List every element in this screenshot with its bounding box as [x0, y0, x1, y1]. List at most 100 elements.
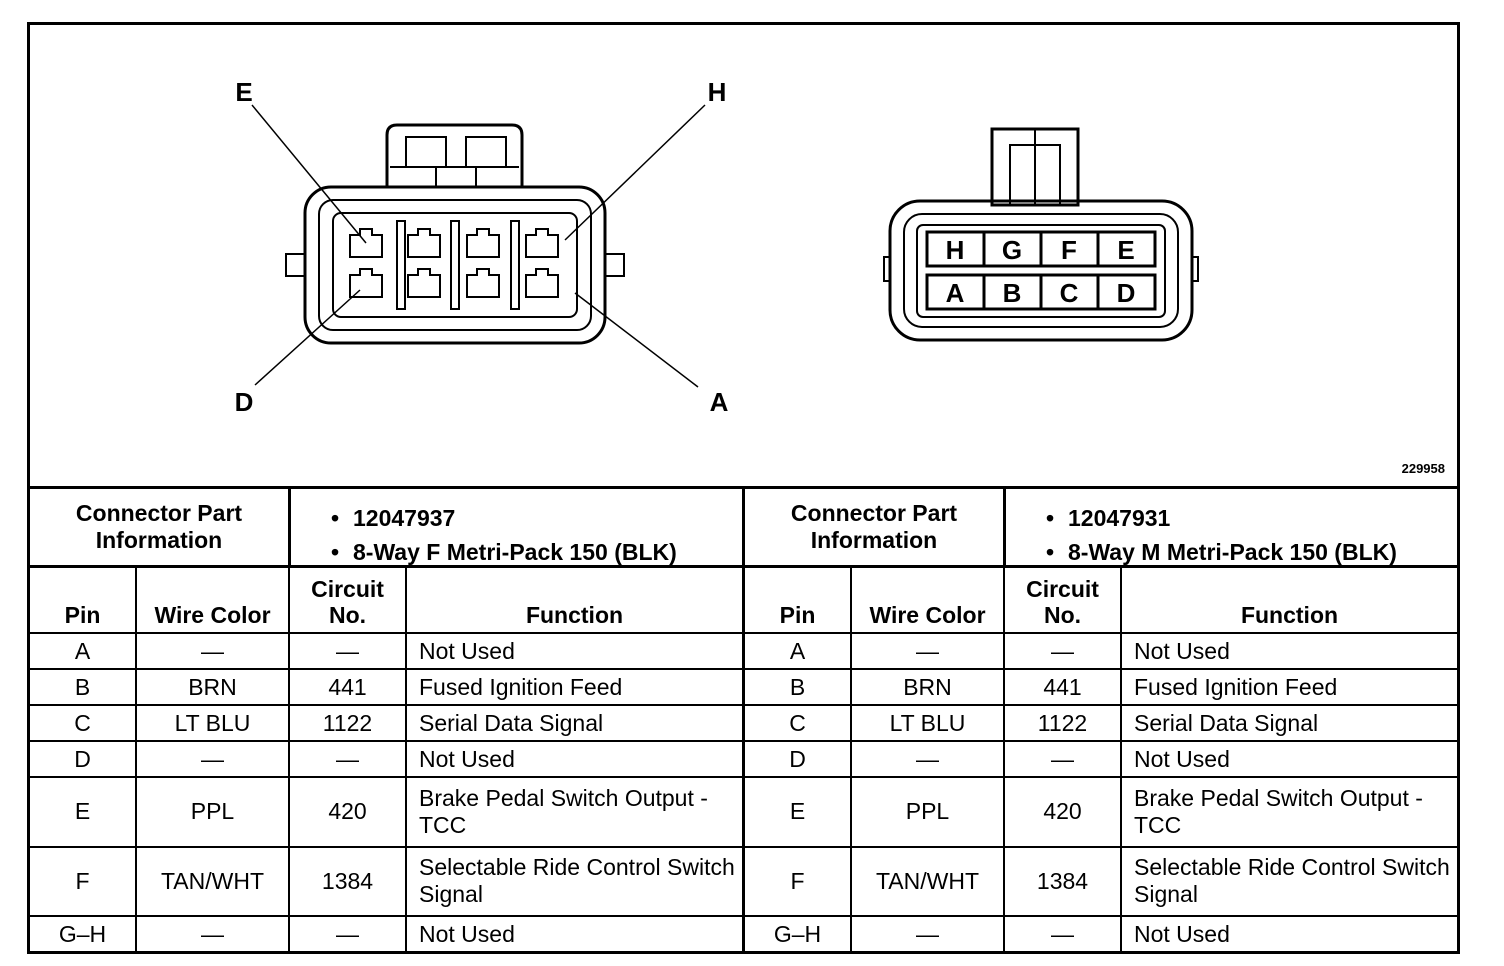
cavity-label-f: F — [1061, 235, 1077, 265]
pin-column-header: Pin — [30, 568, 137, 634]
circuit-cell: 1122 — [288, 704, 407, 743]
cavity-label-h: H — [946, 235, 965, 265]
pin-cell: G–H — [30, 915, 137, 951]
function-column-header: Function — [405, 568, 742, 634]
cavity-label-b: B — [1003, 278, 1022, 308]
male-connector-drawing — [883, 127, 1199, 342]
bullet-icon: • — [1046, 505, 1055, 531]
connector-diagram: E H D A H G F E A B C D 229958 — [30, 25, 1457, 487]
part-number: 12047937 — [353, 505, 456, 531]
wire-color-column-header: Wire Color — [850, 568, 1005, 634]
function-column-header: Function — [1120, 568, 1457, 634]
callout-label-h: H — [708, 77, 727, 107]
callout-label-a: A — [710, 387, 729, 417]
wire-color-cell: TAN/WHT — [850, 845, 1005, 918]
wire-color-cell: TAN/WHT — [135, 845, 290, 918]
function-cell: Not Used — [405, 631, 742, 671]
pin-cell: D — [745, 740, 852, 779]
circuit-cell: 420 — [1003, 776, 1122, 848]
pin-cell: A — [745, 631, 852, 671]
part-description: 8-Way F Metri-Pack 150 (BLK) — [353, 539, 677, 565]
circuit-cell: 420 — [288, 776, 407, 848]
circuit-cell: — — [288, 740, 407, 779]
pin-cell: G–H — [745, 915, 852, 951]
bullet-icon: • — [331, 539, 340, 565]
circuit-cell: — — [1003, 915, 1122, 951]
bullet-icon: • — [331, 505, 340, 531]
wire-color-cell: PPL — [850, 776, 1005, 848]
connector-part-info: Connector Part Information •12047931 •8-… — [745, 489, 1457, 568]
circuit-column-header: Circuit No. — [1003, 568, 1122, 634]
circuit-cell: 441 — [1003, 668, 1122, 707]
circuit-cell: — — [288, 915, 407, 951]
pin-cell: F — [745, 845, 852, 918]
wire-color-cell: BRN — [850, 668, 1005, 707]
function-cell: Serial Data Signal — [1120, 704, 1457, 743]
wire-color-cell: LT BLU — [850, 704, 1005, 743]
wire-color-cell: — — [135, 915, 290, 951]
pin-cell: B — [745, 668, 852, 707]
cavity-label-g: G — [1002, 235, 1022, 265]
table-row: D——Not Used — [745, 740, 1457, 779]
circuit-cell: 441 — [288, 668, 407, 707]
table-row: D——Not Used — [30, 740, 742, 779]
table-header-row: Pin Wire Color Circuit No. Function — [745, 568, 1457, 634]
connector-part-info-values: • 12047937 • 8-Way F Metri-Pack 150 (BLK) — [291, 489, 742, 565]
pin-cell: E — [745, 776, 852, 848]
part-number: 12047931 — [1068, 505, 1171, 531]
circuit-cell: 1384 — [1003, 845, 1122, 918]
pin-cell: B — [30, 668, 137, 707]
callout-label-d: D — [235, 387, 254, 417]
table-row: A——Not Used — [745, 631, 1457, 671]
cavity-label-a: A — [946, 278, 965, 308]
function-cell: Serial Data Signal — [405, 704, 742, 743]
connector-drawings: E H D A H G F E A B C D — [235, 77, 1199, 417]
cavity-label-d: D — [1117, 278, 1136, 308]
function-cell: Fused Ignition Feed — [1120, 668, 1457, 707]
figure-frame: E H D A H G F E A B C D 229958 Connector… — [27, 22, 1460, 954]
table-row: G–H——Not Used — [30, 915, 742, 951]
connector-part-info-label: Connector Part Information — [30, 489, 291, 565]
function-cell: Not Used — [1120, 740, 1457, 779]
pinout-table: Pin Wire Color Circuit No. Function A——N… — [30, 568, 742, 951]
circuit-cell: — — [1003, 740, 1122, 779]
circuit-cell: 1122 — [1003, 704, 1122, 743]
function-cell: Selectable Ride Control Switch Signal — [405, 845, 742, 918]
wire-color-cell: — — [135, 631, 290, 671]
cavity-label-e: E — [1117, 235, 1134, 265]
pin-cell: F — [30, 845, 137, 918]
wire-color-cell: — — [850, 915, 1005, 951]
figure-number: 229958 — [1401, 461, 1445, 476]
connector-part-info-values: •12047931 •8-Way M Metri-Pack 150 (BLK) — [1006, 489, 1457, 565]
function-cell: Not Used — [1120, 915, 1457, 951]
function-cell: Brake Pedal Switch Output - TCC — [405, 776, 742, 848]
table-row: G–H——Not Used — [745, 915, 1457, 951]
wire-color-cell: — — [135, 740, 290, 779]
cavity-label-c: C — [1060, 278, 1079, 308]
female-connector-table: Connector Part Information • 12047937 • 8-… — [30, 489, 742, 951]
function-cell: Selectable Ride Control Switch Signal — [1120, 845, 1457, 918]
connector-tables: Connector Part Information • 12047937 • 8-… — [30, 486, 1457, 951]
wire-color-cell: PPL — [135, 776, 290, 848]
wire-color-cell: — — [850, 631, 1005, 671]
function-cell: Not Used — [405, 915, 742, 951]
circuit-cell: 1384 — [288, 845, 407, 918]
circuit-cell: — — [1003, 631, 1122, 671]
male-connector-table: Connector Part Information •12047931 •8-… — [742, 489, 1457, 951]
circuit-cell: — — [288, 631, 407, 671]
connector-part-info-label: Connector Part Information — [745, 489, 1006, 565]
connector-part-info: Connector Part Information • 12047937 • 8-… — [30, 489, 742, 568]
function-cell: Not Used — [405, 740, 742, 779]
function-cell: Fused Ignition Feed — [405, 668, 742, 707]
callout-label-e: E — [235, 77, 252, 107]
function-cell: Not Used — [1120, 631, 1457, 671]
part-description: 8-Way M Metri-Pack 150 (BLK) — [1068, 539, 1397, 565]
